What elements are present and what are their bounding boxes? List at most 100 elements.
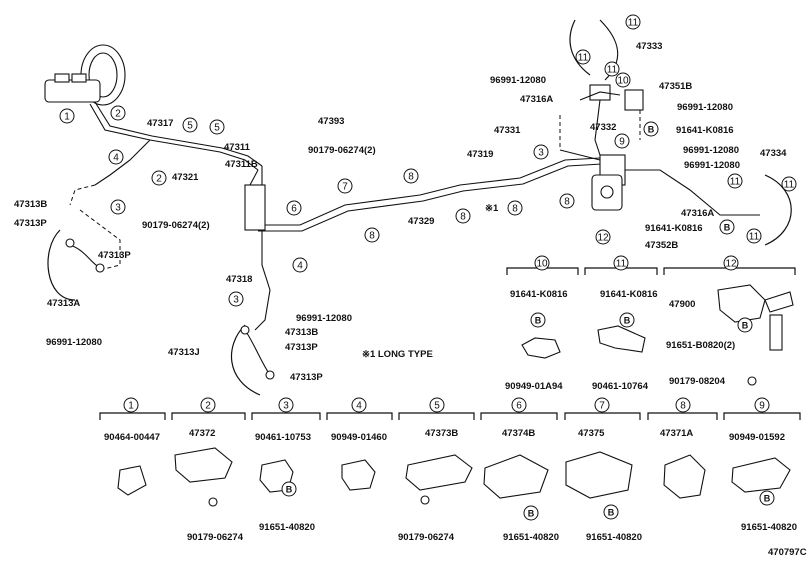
ref-circle-11c[interactable]: 11 xyxy=(604,61,620,77)
part-90464-00447[interactable]: 90464-00447 xyxy=(104,432,160,443)
part-91651-40820-sub-9[interactable]: 91651-40820 xyxy=(741,522,797,533)
label-91641-k0816-r[interactable]: 91641-K0816 xyxy=(676,125,734,136)
part-47374b[interactable]: 47374B xyxy=(502,428,535,439)
label-47331[interactable]: 47331 xyxy=(494,125,521,136)
ref-circle-5b[interactable]: 5 xyxy=(209,119,225,135)
part-91651-b0820[interactable]: 91651-B0820(2) xyxy=(666,340,735,351)
ref-circle-11a[interactable]: 11 xyxy=(625,14,641,30)
ref-circle-7[interactable]: 7 xyxy=(337,178,353,194)
label-47313b[interactable]: 47313B xyxy=(14,199,47,210)
part-91651-40820-sub-3[interactable]: 91651-40820 xyxy=(259,522,315,533)
part-90461-10764[interactable]: 90461-10764 xyxy=(592,381,649,392)
label-47332[interactable]: 47332 xyxy=(590,122,616,133)
label-47334[interactable]: 47334 xyxy=(760,148,787,159)
ref-circle-8e[interactable]: 8 xyxy=(559,193,575,209)
junction-block[interactable] xyxy=(244,184,266,231)
ref-circle-8b[interactable]: 8 xyxy=(364,227,380,243)
label-47319[interactable]: 47319 xyxy=(467,149,493,160)
ref-circle-8a[interactable]: 8 xyxy=(403,168,419,184)
label-47313p-mid[interactable]: 47313P xyxy=(98,250,131,261)
part-91651-40820-sub-7[interactable]: 91651-40820 xyxy=(586,532,642,543)
label-47313b-mid[interactable]: 47313B xyxy=(285,327,318,338)
ref-circle-10[interactable]: 10 xyxy=(615,72,631,88)
ref-circle-5[interactable]: 5 xyxy=(182,117,198,133)
label-47311[interactable]: 47311 xyxy=(224,142,251,153)
part-90461-10753[interactable]: 90461-10753 xyxy=(255,432,311,443)
part-47372[interactable]: 47372 xyxy=(189,428,215,439)
label-47316a-top[interactable]: 47316A xyxy=(520,94,553,105)
ref-circle-9[interactable]: 9 xyxy=(614,133,630,149)
detail-group-4[interactable]: 4 90949-01460 xyxy=(326,397,393,491)
detail-group-10[interactable]: 10 91641-K0816 B 90949-01A94 xyxy=(505,255,579,392)
label-47313p-top[interactable]: 47313P xyxy=(14,218,47,229)
label-47351b[interactable]: 47351B xyxy=(659,81,692,92)
ref-circle-4b[interactable]: 4 xyxy=(292,257,308,273)
ref-circle-11b[interactable]: 11 xyxy=(575,49,591,65)
label-47352b[interactable]: 47352B xyxy=(645,240,678,251)
detail-group-5[interactable]: 5 47373B 90179-06274 xyxy=(398,397,475,543)
label-96991-12080-r1[interactable]: 96991-12080 xyxy=(490,75,546,86)
ref-circle-8d[interactable]: 8 xyxy=(507,200,523,216)
part-91641-k0816-a[interactable]: 91641-K0816 xyxy=(510,289,568,300)
ref-circle-4[interactable]: 4 xyxy=(108,149,124,165)
label-96991-12080-mid[interactable]: 96991-12080 xyxy=(296,313,352,324)
front-left-hose[interactable] xyxy=(47,229,105,301)
ref-circle-8c[interactable]: 8 xyxy=(455,208,471,224)
part-90949-01460[interactable]: 90949-01460 xyxy=(331,432,387,443)
ref-circle-3c[interactable]: 3 xyxy=(533,144,549,160)
ref-circle-3b[interactable]: 3 xyxy=(228,291,244,307)
part-90949-01592[interactable]: 90949-01592 xyxy=(729,432,785,443)
part-91641-k0816-b[interactable]: 91641-K0816 xyxy=(600,289,658,300)
detail-group-6[interactable]: 6 47374B B 91651-40820 xyxy=(480,397,559,543)
label-91641-k0816-r2[interactable]: 91641-K0816 xyxy=(645,223,703,234)
detail-group-11[interactable]: 11 91641-K0816 B 90461-10764 xyxy=(584,255,658,392)
label-90179-06274-a[interactable]: 90179-06274(2) xyxy=(308,145,376,156)
proportioning-valve[interactable] xyxy=(591,174,623,211)
part-47373b[interactable]: 47373B xyxy=(425,428,458,439)
ref-circle-11d[interactable]: 11 xyxy=(727,173,743,189)
ref-circle-3[interactable]: 3 xyxy=(110,199,126,215)
detail-group-2[interactable]: 2 47372 90179-06274 xyxy=(171,397,246,543)
ref-circle-6[interactable]: 6 xyxy=(286,200,302,216)
ref-circle-2b[interactable]: 2 xyxy=(151,170,167,186)
label-47313a[interactable]: 47313A xyxy=(47,298,80,309)
label-47318[interactable]: 47318 xyxy=(226,274,252,285)
brake-booster[interactable] xyxy=(44,44,126,106)
ref-circle-2[interactable]: 2 xyxy=(110,105,126,121)
label-47393[interactable]: 47393 xyxy=(318,116,344,127)
ref-circle-12[interactable]: 12 xyxy=(595,229,611,245)
part-47375[interactable]: 47375 xyxy=(578,428,605,439)
detail-group-3[interactable]: 3 90461-10753 B 91651-40820 xyxy=(251,397,321,533)
rear-hose-assembly[interactable] xyxy=(569,19,644,111)
part-47900[interactable]: 47900 xyxy=(669,299,695,310)
detail-group-9[interactable]: 9 90949-01592 B 91651-40820 xyxy=(723,397,801,533)
label-96991-12080-left[interactable]: 96991-12080 xyxy=(46,337,102,348)
label-47321[interactable]: 47321 xyxy=(172,172,199,183)
part-90179-08204[interactable]: 90179-08204 xyxy=(669,376,726,387)
label-47313j[interactable]: 47313J xyxy=(168,347,200,358)
ref-circle-11e[interactable]: 11 xyxy=(781,176,797,192)
ref-circle-1[interactable]: 1 xyxy=(59,108,75,124)
ref-circle-11f[interactable]: 11 xyxy=(746,228,762,244)
detail-group-8[interactable]: 8 47371A xyxy=(647,397,718,499)
part-91651-40820-sub-6[interactable]: 91651-40820 xyxy=(503,532,559,543)
part-90179-06274-sub-2[interactable]: 90179-06274 xyxy=(187,532,244,543)
detail-group-7[interactable]: 7 47375 B 91651-40820 xyxy=(564,397,642,543)
part-90179-06274-sub-5[interactable]: 90179-06274 xyxy=(398,532,455,543)
label-47317[interactable]: 47317 xyxy=(147,118,173,129)
label-47333[interactable]: 47333 xyxy=(636,41,662,52)
label-47329[interactable]: 47329 xyxy=(408,216,434,227)
label-96991-12080-r3[interactable]: 96991-12080 xyxy=(683,145,739,156)
detail-group-12[interactable]: 12 47900 B 91651-B0820(2) 90179-08204 xyxy=(663,255,796,387)
detail-group-1[interactable]: 1 90464-00447 xyxy=(99,397,166,496)
label-96991-12080-r2[interactable]: 96991-12080 xyxy=(677,102,733,113)
label-47313p-b1[interactable]: 47313P xyxy=(285,342,318,353)
label-96991-12080-r4[interactable]: 96991-12080 xyxy=(684,160,740,171)
label-47313p-b2[interactable]: 47313P xyxy=(290,372,323,383)
label-47311b[interactable]: 47311B xyxy=(225,159,258,170)
label-47316a-bot[interactable]: 47316A xyxy=(681,208,714,219)
front-right-hose[interactable] xyxy=(230,324,275,396)
label-90179-06274-b[interactable]: 90179-06274(2) xyxy=(142,220,210,231)
part-90949-01a94[interactable]: 90949-01A94 xyxy=(505,381,563,392)
part-47371a[interactable]: 47371A xyxy=(660,428,693,439)
